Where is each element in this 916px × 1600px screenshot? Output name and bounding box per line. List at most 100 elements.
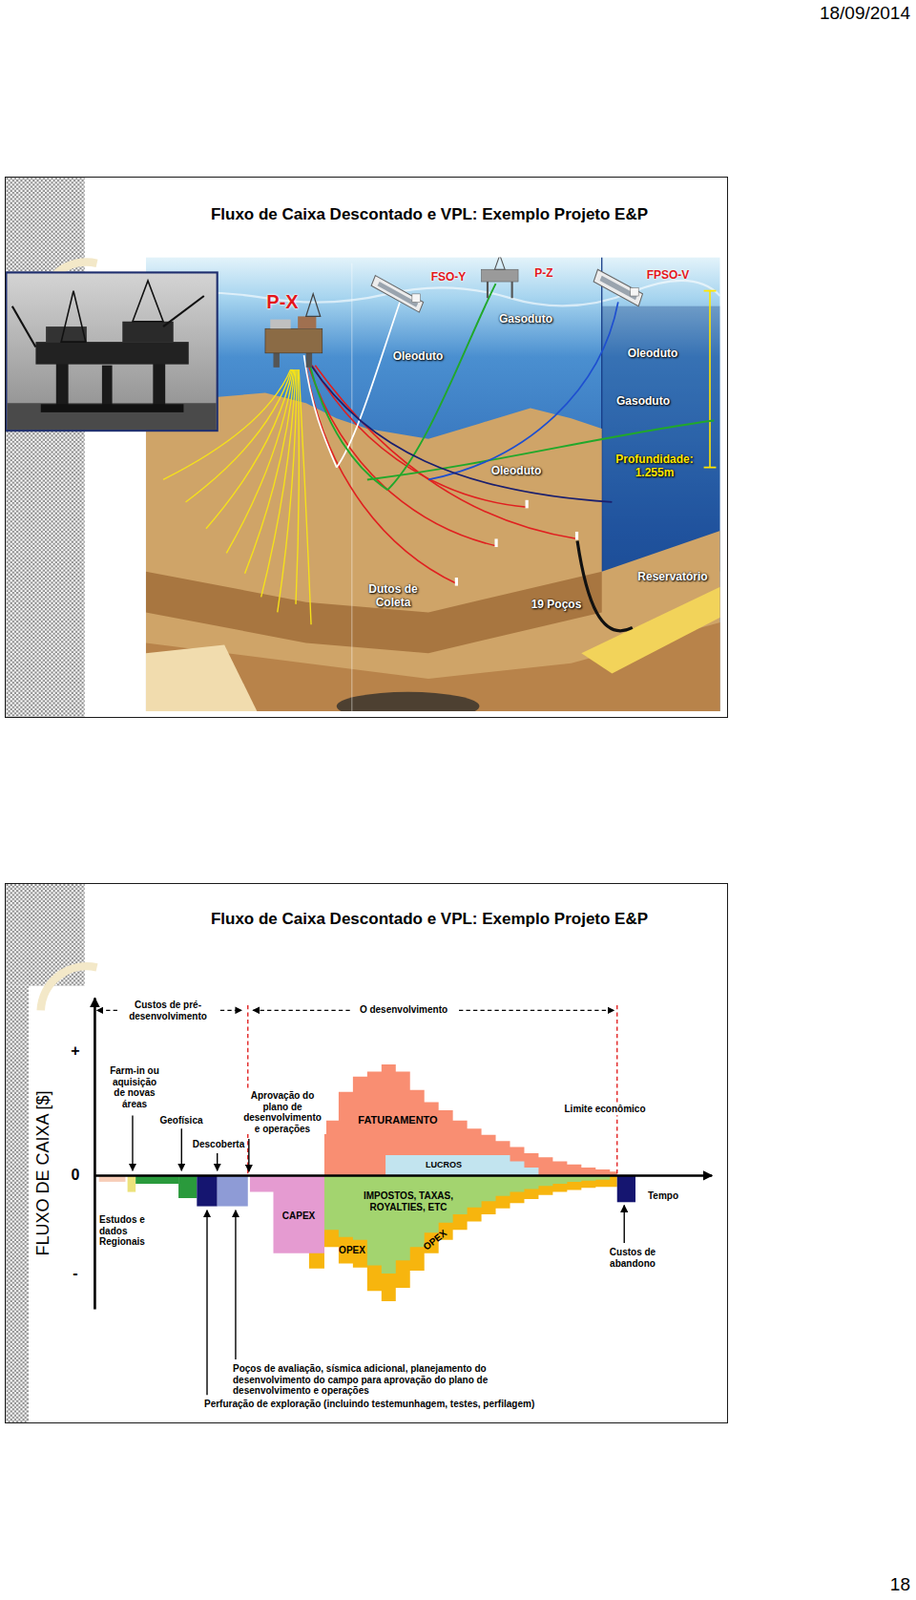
phase-limits xyxy=(248,1004,618,1176)
phase-brackets-part xyxy=(252,1009,351,1011)
collection-lines-part xyxy=(277,369,297,612)
collection-lines-part xyxy=(298,369,312,625)
platform-pz-part xyxy=(494,256,505,270)
platform-photo-part xyxy=(152,361,166,408)
cash-flow-bars-part xyxy=(324,1174,610,1273)
ship-fso-part xyxy=(371,275,424,313)
pipelines-part xyxy=(311,365,612,502)
collection-lines-part xyxy=(245,369,295,574)
vessel-label: FSO-Y xyxy=(431,270,467,285)
cash-flow-bars-part xyxy=(178,1174,197,1198)
well-trajectory xyxy=(577,541,633,631)
phase-limits-part xyxy=(616,1004,618,1173)
event-arrows xyxy=(132,1114,625,1395)
platform-photo xyxy=(5,271,217,431)
offshore-field-illustration-part xyxy=(145,256,721,711)
chart-axes xyxy=(94,997,712,1309)
area-label: IMPOSTOS, TAXAS, ROYALTIES, ETC xyxy=(356,1189,460,1212)
ship-fpso xyxy=(593,269,643,306)
pipelines-part xyxy=(387,283,496,490)
area-label: FATURAMENTO xyxy=(357,1113,438,1126)
pipeline-label: Gasoduto xyxy=(616,395,670,409)
platform-photo-part xyxy=(41,403,185,413)
collection-lines-part xyxy=(295,369,299,604)
event-arrows-part xyxy=(234,1209,236,1359)
platform-px-part xyxy=(272,352,279,368)
axis-label: Tempo xyxy=(647,1189,679,1202)
platform-pz-part xyxy=(511,281,514,298)
slide-frame: Fluxo de Caixa Descontado e VPL: Exemplo… xyxy=(4,176,729,718)
pipelines-part xyxy=(304,354,337,468)
depth-marker-part xyxy=(704,290,717,292)
offshore-field-illustration-part xyxy=(145,645,258,711)
event-label: Descoberta xyxy=(192,1138,245,1150)
platform-photo-part xyxy=(12,306,37,348)
platform-pz-part xyxy=(486,281,489,298)
event-arrows-part xyxy=(181,1127,183,1170)
axis-tick: - xyxy=(72,1264,78,1282)
platform-label: P-X xyxy=(266,291,298,313)
area-label: OPEX xyxy=(421,1227,450,1252)
well-symbols xyxy=(455,499,579,586)
pipeline-label: Gasoduto xyxy=(499,312,553,327)
reservoir-label: Reservatório xyxy=(637,570,708,584)
event-arrows-part xyxy=(131,1114,133,1170)
axis-tick: + xyxy=(70,1041,80,1060)
phase-brackets-part xyxy=(97,1009,118,1011)
cash-flow-bars-part xyxy=(617,1174,636,1202)
offshore-field-illustration xyxy=(145,256,721,711)
slide-border-pattern-part xyxy=(4,985,29,1423)
slide-border-pattern xyxy=(4,883,97,1422)
area-label: CAPEX xyxy=(282,1209,315,1222)
axis-title: FLUXO DE CAIXA [$] xyxy=(33,1089,54,1255)
event-arrows-part xyxy=(216,1152,218,1170)
offshore-field-illustration-part xyxy=(581,586,720,674)
well-symbols-part xyxy=(494,538,498,547)
platform-px-part xyxy=(306,293,321,317)
event-arrows-part xyxy=(206,1209,208,1395)
page-number: 18 xyxy=(890,1573,911,1595)
area-label: OPEX xyxy=(338,1244,366,1256)
platform-photo-part xyxy=(6,402,216,430)
platform-photo-part xyxy=(35,341,188,365)
ship-fpso-part xyxy=(630,287,640,296)
collection-lines-part xyxy=(261,369,296,597)
well-symbols-part xyxy=(575,531,579,541)
event-label: Custos de abandono xyxy=(603,1246,663,1269)
area-label: LUCROS xyxy=(425,1159,462,1169)
pipelines xyxy=(304,283,715,502)
platform-px-part xyxy=(265,328,323,354)
platform-photo-part xyxy=(61,291,86,342)
offshore-field-illustration-part xyxy=(145,393,721,712)
pipeline-label: Oleoduto xyxy=(491,464,542,479)
event-label: Estudos e dados Regionais xyxy=(99,1213,151,1248)
note-label: Perfuração de exploração (incluindo test… xyxy=(204,1397,535,1410)
slide-border-pattern-part xyxy=(4,177,84,718)
gathering-lines xyxy=(306,365,578,584)
gathering-lines-part xyxy=(306,367,458,584)
event-arrows-part xyxy=(624,1204,625,1243)
phase-brackets xyxy=(97,1009,615,1011)
platform-photo-part xyxy=(56,361,69,408)
event-label: Aprovação do plano de desenvolvimento e … xyxy=(238,1089,327,1134)
platform-px xyxy=(265,293,323,368)
phase-brackets-part xyxy=(220,1009,242,1011)
platform-photo-part xyxy=(132,280,164,322)
bracket-label: O desenvolvimento xyxy=(359,1003,448,1016)
event-label: Geofísica xyxy=(159,1114,203,1126)
offshore-field-illustration-part xyxy=(336,691,480,711)
platform-px-part xyxy=(306,352,313,368)
well-symbols-part xyxy=(455,577,458,586)
pipeline-label: Oleoduto xyxy=(393,350,444,364)
cash-flow-bars-part xyxy=(196,1174,217,1206)
note-label: Poços de avaliação, sísmica adicional, p… xyxy=(232,1362,531,1396)
page-date: 18/09/2014 xyxy=(819,2,911,24)
cash-flow-bars-part xyxy=(385,1154,539,1175)
offshore-field-illustration-part xyxy=(602,306,721,572)
depth-marker-part xyxy=(704,466,717,469)
chart-axes-part xyxy=(94,1173,712,1177)
